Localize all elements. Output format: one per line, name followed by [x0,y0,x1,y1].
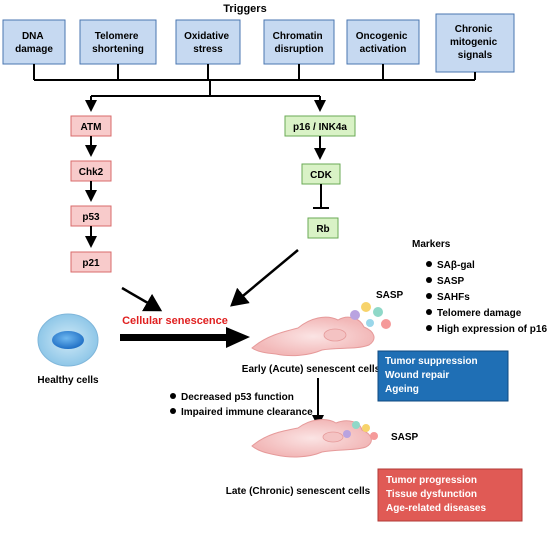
late-sasp-label: SASP [391,432,419,443]
marker-item-4: Telomere damage [437,308,522,319]
late-sasp-particles [343,421,378,440]
trigger-box-dna-damage: DNA damage [2,19,66,65]
trigger-oncogenic-line2: activation [360,44,407,55]
transition-bullet-1 [170,393,176,399]
pathway-box-chk2: Chk2 [70,160,112,182]
healthy-cell-illustration [37,313,99,367]
pathway-box-atm: ATM [70,115,112,137]
early-senescent-cell [251,316,375,357]
trigger-box-oncogenic-label: Oncogenic activation [356,31,410,55]
late-senescent-nucleus [322,431,344,443]
late-outcomes-box: Tumor progression Tissue dysfunction Age… [377,468,523,522]
trigger-box-oxidative-stress: Oxidative stress [175,19,241,65]
trigger-dna-line2: damage [15,44,53,55]
pathway-box-p21: p21 [70,251,112,273]
trigger-connector [33,64,476,97]
early-outcomes-box: Tumor suppression Wound repair Ageing [377,350,509,402]
markers-heading: Markers [412,239,451,250]
main-senescence-arrow [120,327,250,348]
markers-list: SAβ-gal SASP SAHFs Telomere damage High … [426,260,547,335]
early-cells-label: Early (Acute) senescent cells [242,364,381,375]
trigger-oxidative-line2: stress [193,44,223,55]
pathway-label-chk2: Chk2 [79,167,104,178]
arrow-rb-to-senescence [230,249,299,307]
trigger-box-telomere-shortening: Telomere shortening [79,19,157,65]
pathway-box-rb: Rb [307,217,339,239]
transition-factors-list: Decreased p53 function Impaired immune c… [170,392,313,418]
marker-bullet-2 [426,277,432,283]
early-outcome-1: Tumor suppression [385,356,478,367]
pathway-label-p16: p16 / INK4a [293,122,347,133]
pathway-label-rb: Rb [316,224,329,235]
trigger-box-oncogenic-activation: Oncogenic activation [346,19,420,65]
pathway-label-atm: ATM [81,122,102,133]
transition-bullet-2 [170,408,176,414]
marker-item-3: SAHFs [437,292,470,303]
trigger-telomere-line1: Telomere [95,31,139,42]
trigger-box-oxidative-label: Oxidative stress [184,31,232,55]
marker-item-1: SAβ-gal [437,260,475,271]
late-outcome-1: Tumor progression [386,475,477,486]
trigger-box-chronic-label: Chronic mitogenic signals [450,24,500,61]
trigger-box-chronic-mitogenic-signals: Chronic mitogenic signals [435,13,515,73]
pathway-label-p53: p53 [82,212,100,223]
pathway-label-cdk: CDK [310,170,332,181]
pathway-box-cdk: CDK [301,163,341,185]
transition-factor-2: Impaired immune clearance [181,407,313,418]
marker-bullet-1 [426,261,432,267]
trigger-chromatin-line2: disruption [275,44,324,55]
late-cells-label: Late (Chronic) senescent cells [226,486,371,497]
marker-bullet-5 [426,325,432,331]
early-outcome-3: Ageing [385,384,419,395]
early-senescent-nucleus [323,328,347,342]
marker-bullet-4 [426,309,432,315]
late-outcome-2: Tissue dysfunction [386,489,477,500]
arrow-p21-to-senescence [121,286,163,312]
marker-item-5: High expression of p16 [437,324,547,335]
early-sasp-particles [350,302,391,329]
trigger-box-telomere-label: Telomere shortening [92,31,144,55]
trigger-chronic-line3: signals [458,50,493,61]
trigger-box-chromatin-label: Chromatin disruption [273,31,326,55]
trigger-chromatin-line1: Chromatin [273,31,323,42]
trigger-oncogenic-line1: Oncogenic [356,31,408,42]
pathway-label-p21: p21 [82,258,100,269]
pathway-box-p53: p53 [70,205,112,227]
marker-item-2: SASP [437,276,465,287]
cellular-senescence-label: Cellular senescence [122,315,228,327]
triggers-heading: Triggers [223,3,266,15]
late-outcome-3: Age-related diseases [386,503,486,514]
trigger-oxidative-line1: Oxidative [184,31,229,42]
trigger-chronic-line2: mitogenic [450,37,498,48]
inhibition-cdk-rb [313,184,329,209]
early-sasp-label: SASP [376,290,404,301]
trigger-box-dna-damage-label: DNA damage [15,31,53,55]
marker-bullet-3 [426,293,432,299]
healthy-cell-nucleus [52,331,84,349]
transition-factor-1: Decreased p53 function [181,392,294,403]
trigger-telomere-line2: shortening [92,44,144,55]
pathway-box-p16-ink4a: p16 / INK4a [284,115,356,137]
healthy-cells-label: Healthy cells [37,375,99,386]
early-outcome-2: Wound repair [385,370,449,381]
trigger-box-chromatin-disruption: Chromatin disruption [263,19,335,65]
trigger-chronic-line1: Chronic [455,24,493,35]
trigger-dna-line1: DNA [22,31,43,42]
